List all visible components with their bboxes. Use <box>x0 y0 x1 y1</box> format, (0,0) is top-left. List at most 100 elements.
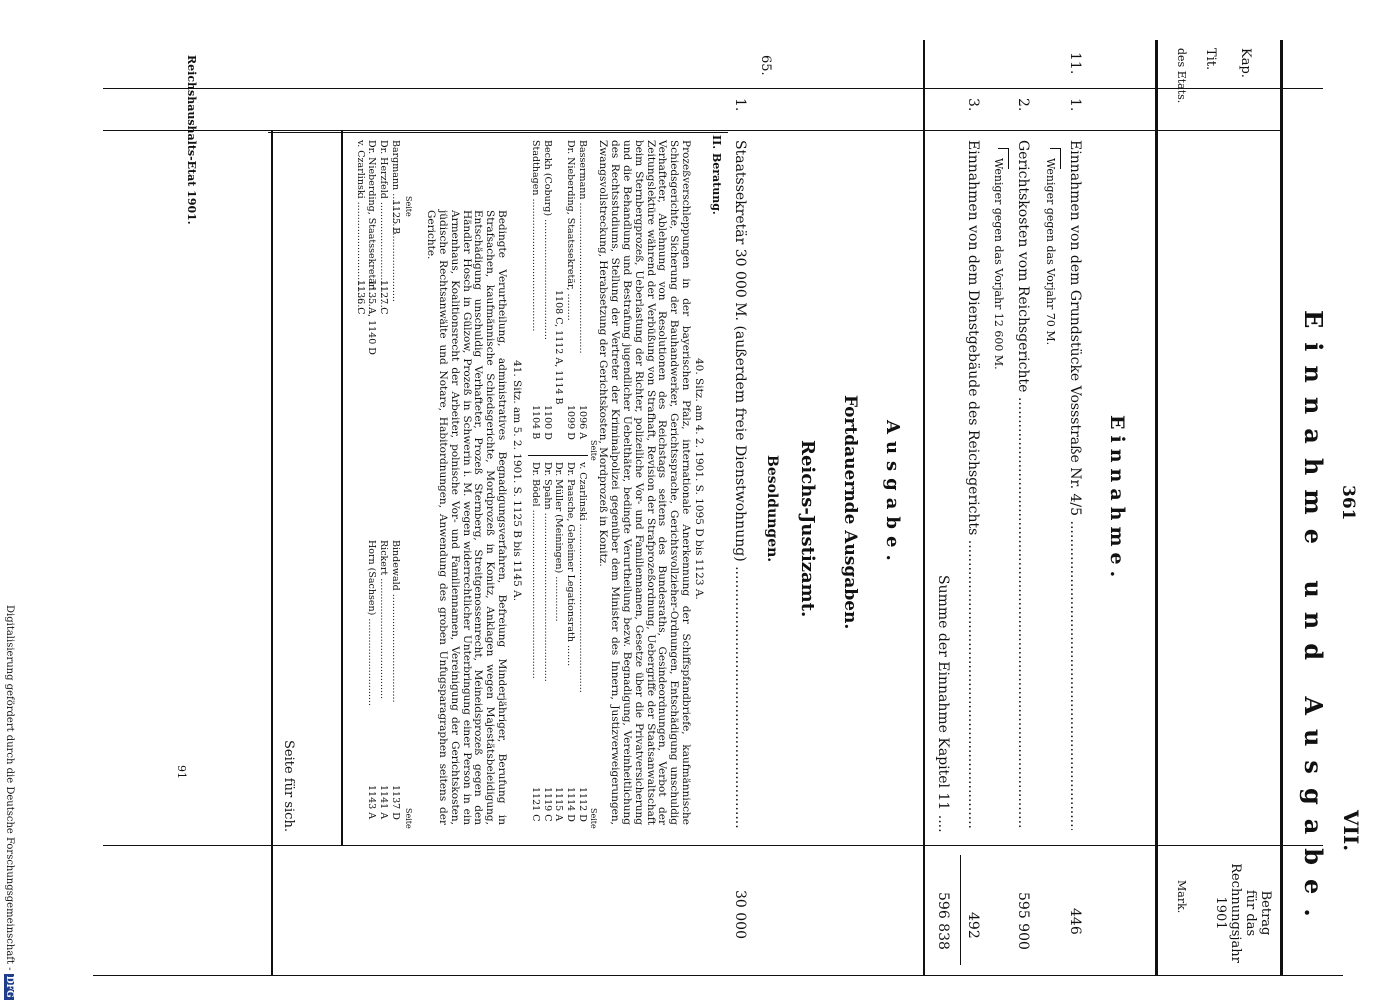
speaker-row: Dr. Bödel ..............................… <box>529 462 541 822</box>
col-line-kap <box>103 130 1283 131</box>
speaker-page: 1114 D <box>565 787 577 822</box>
tit-1: 1. <box>1067 98 1083 112</box>
speaker-name: Dr. Paasche, Geheimer Legationsrath <box>565 462 577 642</box>
main-title: Einnahme und Ausgabe. <box>1299 310 1328 931</box>
amount-header-line: Rechnungsjahr <box>1228 863 1243 963</box>
item-2-text: Gerichtskosten vom Reichsgerichte <box>1015 140 1031 830</box>
einnahme-heading: Einnahme. <box>1106 415 1128 584</box>
footer-page-number: 91 <box>175 765 188 779</box>
top-rule <box>1280 40 1283 975</box>
ausgabe-item-1-text: Staatssekretär 30 000 M. (außerdem freie… <box>732 140 748 830</box>
margin-label: Reichshaushalts-Etat 1901. <box>185 55 198 225</box>
office-heading: Reichs-Justizamt. <box>797 440 818 618</box>
sum-rule <box>960 855 961 965</box>
speaker-name: v. Czarlinski <box>354 140 366 199</box>
speaker-page: 1099 D <box>565 405 577 440</box>
speaker-row: Dr. Nieberding, Staatssekretär, ........… <box>565 140 577 440</box>
speaker-page: 1112 D <box>577 787 588 822</box>
session1-header: 40. Sitz. am 4. 2. 1901. S. 1095 D bis 1… <box>693 358 705 600</box>
sum-amount: 596 838 <box>935 892 951 950</box>
header-rule <box>1155 40 1158 975</box>
speakers2-left-pages: 1127 C 1135 A, 1140 D 1136 C <box>354 280 401 420</box>
speaker-row: Horn (Sachsen) .........................… <box>366 540 378 820</box>
item-1-text: Einnahmen von dem Grundstücke Vossstraße… <box>1067 140 1083 830</box>
speaker-row: Dr. Spahn ..............................… <box>541 462 553 822</box>
speaker-page: 1104 B <box>529 405 541 440</box>
speaker-row: Bassermann .............................… <box>577 140 588 440</box>
side-credit: Digitalisierung gefördert durch die Deut… <box>4 605 15 1000</box>
item-1-amount: 446 <box>1067 908 1083 935</box>
des-etats-label: des Etats. <box>1175 48 1188 104</box>
footer-top-rule <box>271 130 273 975</box>
speakers-left: Bassermann .............................… <box>529 140 588 450</box>
speaker-row <box>389 280 401 420</box>
seite-label-right: Seite <box>589 808 598 829</box>
speaker-page: 1108 C, 1112 A, 1114 B <box>553 290 565 405</box>
speaker-row: Dr. Müller (Meiningen) ............... 1… <box>553 462 565 822</box>
section-rule <box>923 40 925 975</box>
sum-label-text: Summe der Einnahme Kapitel 11 <box>935 575 951 811</box>
item-2-note: Weniger gegen das Vorjahr 12 600 M. <box>992 158 1005 370</box>
speaker-row: Beckh (Coburg) .........................… <box>541 140 553 440</box>
session2-header: 41. Sitz. am 5. 2. 1901. S. 1125 B bis 1… <box>511 360 523 602</box>
mark-label: Mark. <box>1175 880 1188 914</box>
speaker-name: Dr. Nieberding, Staatssekretär <box>366 140 378 289</box>
seite-label-2-left: Seite <box>404 196 413 217</box>
seite-fuer-sich: Seite für sich. <box>281 740 296 832</box>
side-credit-text: Digitalisierung gefördert durch die Deut… <box>4 605 15 971</box>
ausgabe-subheading: Fortdauernde Ausgaben. <box>840 395 860 630</box>
speaker-page: 1096 A <box>577 405 588 440</box>
seite-label-2-right: Seite <box>404 808 413 829</box>
speaker-page: 1119 C <box>541 787 553 822</box>
beratung-left-rule <box>268 132 728 133</box>
speaker-row: 1108 C, 1112 A, 1114 B <box>553 140 565 450</box>
col-line-tit <box>103 88 1323 89</box>
speaker-name: Bargmann <box>390 140 401 191</box>
speaker-page: 1137 D <box>390 785 401 820</box>
speaker-page: 1100 D <box>541 405 553 440</box>
speaker-page: 1125 B <box>390 200 401 235</box>
item-2-amount: 595 900 <box>1015 892 1031 950</box>
speakers2-right: Bindewald ..............................… <box>366 540 401 830</box>
section-heading: Besoldungen. <box>764 455 780 563</box>
speaker-page: 1143 A <box>366 785 378 820</box>
speaker-row: Bindewald ..............................… <box>390 540 401 820</box>
dfg-badge: DFG <box>4 973 14 1000</box>
speaker-name: Horn (Sachsen) <box>366 540 378 616</box>
tit-label: Tit. <box>1203 48 1218 71</box>
speaker-page: 1127 C <box>378 280 390 315</box>
page-edge-line <box>93 975 1343 976</box>
seite-label-left: Seite <box>589 440 598 461</box>
kap-label: Kap. <box>1238 48 1253 78</box>
session1-text: Prozeßverschleppungen in der bayerischen… <box>597 140 692 825</box>
speaker-page: 1121 C <box>529 787 541 822</box>
kap-65: 65. <box>758 55 773 76</box>
item-3-text: Einnahmen von dem Dienstgebäude des Reic… <box>965 140 981 830</box>
item-3-amount: 492 <box>965 912 981 939</box>
kap-11: 11. <box>1067 52 1083 75</box>
speaker-name: Dr. Bödel <box>529 462 541 507</box>
session2-text: Bedingte Verurtheilung, administratives … <box>425 210 508 825</box>
speaker-name: Dr. Spahn <box>541 462 553 510</box>
speaker-name: Beckh (Coburg) <box>541 140 553 217</box>
speaker-name: Dr. Herzfeld <box>378 140 390 199</box>
speaker-row: v. Czarlinski ..........................… <box>577 462 588 822</box>
speaker-name: v. Czarlinski <box>577 462 588 521</box>
amount-header-line: für das <box>1243 889 1258 937</box>
sum-label: Summe der Einnahme Kapitel 11 .... <box>935 575 951 833</box>
ausgabe-heading: Ausgabe. <box>882 420 903 568</box>
beratung-heading: II. Beratung. <box>710 135 723 215</box>
speaker-page: 1141 A <box>378 785 390 820</box>
speaker-row: Stadthagen .............................… <box>529 140 541 440</box>
speaker-name: Rickert <box>378 540 390 576</box>
speakers-divider <box>528 455 588 456</box>
speaker-name: Dr. Müller (Meiningen) <box>553 462 565 574</box>
speakers-right: v. Czarlinski ..........................… <box>529 462 588 832</box>
speaker-name: Stadthagen <box>529 140 541 196</box>
amount-header: Betrag für das Rechnungsjahr 1901 <box>1213 858 1273 968</box>
speaker-page: 1135 A, 1140 D <box>366 280 378 355</box>
ausgabe-item-1-amount: 30 000 <box>732 890 748 939</box>
speaker-name: Dr. Nieberding, Staatssekretär <box>565 140 577 288</box>
speaker-page: 1136 C <box>354 280 366 315</box>
